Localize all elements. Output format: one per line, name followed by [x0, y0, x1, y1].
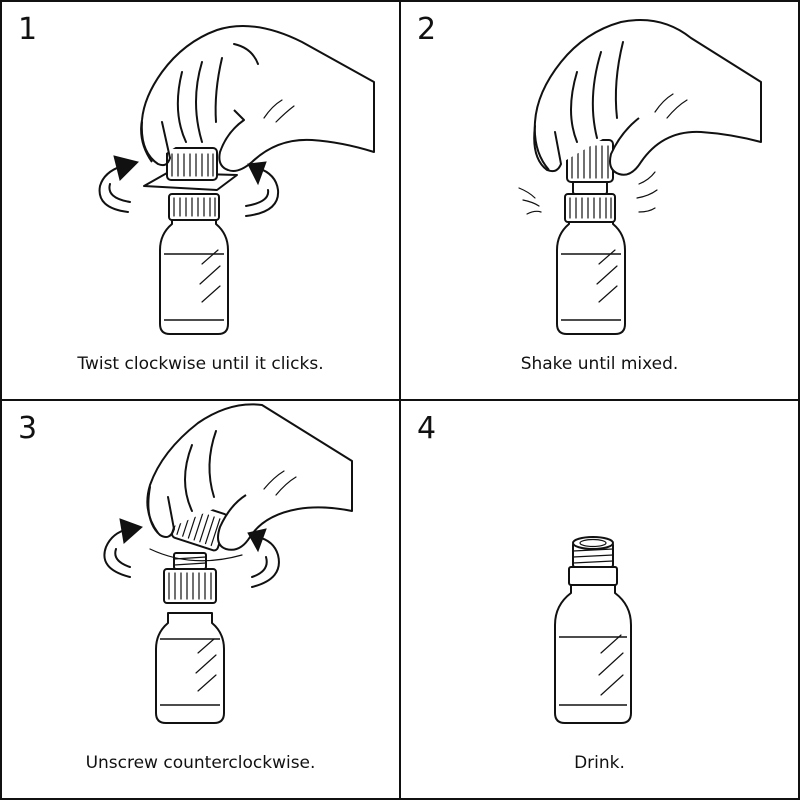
step-number: 4	[417, 411, 437, 446]
step-2-panel: 2 Shake until mixed.	[400, 0, 800, 400]
step-caption: Shake until mixed.	[520, 354, 679, 374]
hand-unscrewing-cap-icon	[103, 403, 353, 724]
step-number: 3	[18, 411, 38, 446]
step-1-panel: 1 Twist clockwise until it clicks.	[0, 0, 400, 400]
step-number: 2	[417, 12, 437, 47]
step-caption: Twist clockwise until it clicks.	[77, 354, 324, 374]
step-caption: Unscrew counterclockwise.	[85, 753, 316, 773]
open-bottle-icon	[554, 536, 632, 724]
step-caption: Drink.	[574, 753, 625, 773]
step-3-panel: 3 Unscrew counterclockwise.	[0, 400, 400, 800]
hand-twisting-cap-icon	[98, 25, 375, 335]
hand-shaking-bottle-icon	[518, 19, 762, 335]
step-number: 1	[18, 12, 38, 47]
step-4-panel: 4 Drink.	[400, 400, 800, 800]
